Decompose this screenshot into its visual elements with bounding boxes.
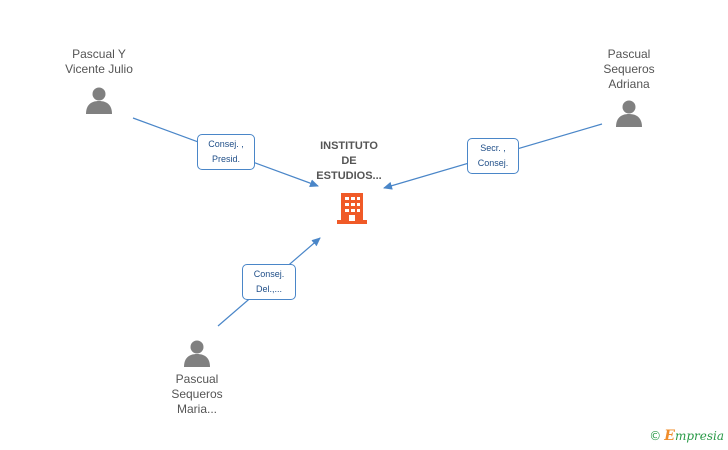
- company-name[interactable]: INSTITUTO DE ESTUDIOS...: [294, 139, 404, 184]
- person-name-line: Pascual: [607, 47, 651, 61]
- copyright-icon: ©: [649, 429, 662, 443]
- role-label-line: Consej.: [253, 269, 285, 279]
- person-name-line: Sequeros: [603, 62, 655, 76]
- person-node[interactable]: Pascual Sequeros Adriana: [574, 47, 684, 128]
- role-label[interactable]: Consej. , Presid.: [197, 134, 255, 170]
- person-name-line: Maria...: [176, 402, 217, 416]
- company-name-line: ESTUDIOS...: [316, 170, 382, 182]
- role-label[interactable]: Consej. Del.,...: [242, 264, 296, 300]
- person-name-line: Pascual: [175, 372, 219, 386]
- person-node[interactable]: Pascual Sequeros Maria...: [142, 338, 252, 417]
- company-name-line: DE: [341, 155, 357, 167]
- brand-initial: E: [664, 428, 675, 444]
- person-name-line: Adriana: [608, 77, 650, 91]
- person-name-line: Pascual Y: [72, 47, 126, 61]
- company-name-line: INSTITUTO: [320, 140, 378, 152]
- person-name-line: Sequeros: [171, 387, 223, 401]
- role-label-line: Consej.: [477, 158, 509, 168]
- role-label-line: Presid.: [211, 154, 240, 164]
- person-icon: [86, 87, 112, 114]
- role-label[interactable]: Secr. , Consej.: [467, 138, 519, 174]
- role-label-line: Secr. ,: [480, 143, 506, 153]
- person-icon: [616, 100, 642, 127]
- person-node[interactable]: Pascual Y Vicente Julio: [44, 47, 154, 115]
- person-name-line: Vicente Julio: [65, 62, 133, 76]
- building-icon[interactable]: [336, 191, 368, 225]
- person-icon: [184, 340, 210, 367]
- brand-name: mpresia: [674, 429, 724, 443]
- role-label-line: Del.,...: [255, 284, 282, 294]
- role-label-line: Consej. ,: [208, 139, 244, 149]
- brand-footer[interactable]: ©Empresia: [649, 428, 724, 444]
